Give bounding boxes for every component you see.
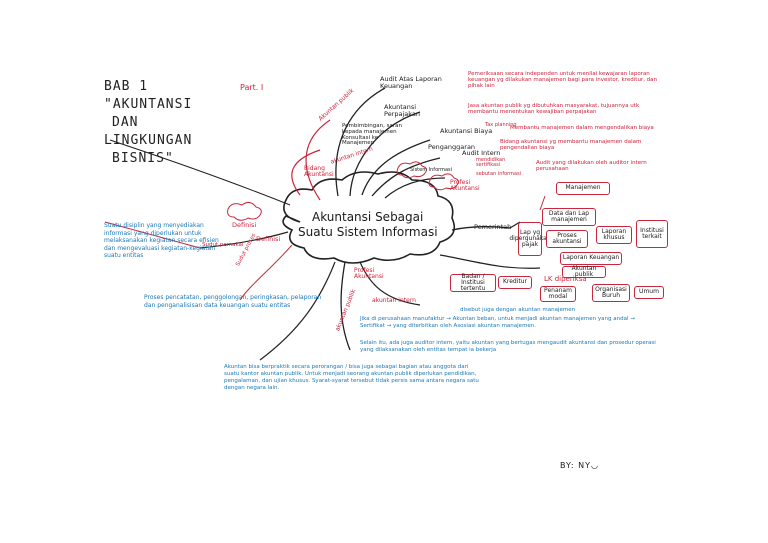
profesi-akuntansi-label: Profesi Akuntansi bbox=[450, 179, 480, 193]
laporan-keuangan-node: Laporan Keuangan bbox=[560, 252, 622, 265]
akuntan-intern-paragraph-1: Jika di perusahaan manufaktur → Akuntan … bbox=[360, 316, 635, 329]
lap-pemerintah-label: Lap yg dipergunakan pajak bbox=[509, 228, 551, 249]
kreditur-node: Kreditur bbox=[498, 276, 532, 289]
center-title-line-2: Suatu Sistem Informasi bbox=[298, 225, 438, 239]
lap-pemerintah-node: Lap yg dipergunakan pajak bbox=[509, 222, 551, 256]
akuntan-intern-bottom-label: akuntan intern bbox=[372, 297, 416, 304]
audit-intern-node: Audit Intern bbox=[462, 149, 501, 157]
definisi-label-1: Definisi bbox=[232, 221, 257, 229]
definisi-pemakai-text: Suatu disiplin yang menyediakan informas… bbox=[104, 222, 219, 259]
akuntan-intern-heading: disebut juga dengan akuntan manajemen bbox=[460, 307, 576, 313]
laporan-khusus-node: Laporan khusus bbox=[596, 226, 632, 244]
umum-label: Umum bbox=[639, 288, 659, 296]
penganggaran-desc: Bidang akuntansi yg membantu manajemen d… bbox=[500, 139, 642, 151]
definisi-proses-text: Proses pencatatan, penggolongan, peringk… bbox=[144, 294, 322, 309]
institusi-node: Institusi terkait bbox=[636, 220, 668, 248]
tax-planning-note: Tax planning bbox=[485, 122, 517, 128]
penganggaran-node: Penganggaran bbox=[428, 143, 476, 151]
mendidikan-sertifikasi: mendidikan sertifikasi bbox=[476, 157, 506, 169]
chapter-title-line-1: "AKUNTANSI bbox=[104, 97, 193, 112]
audit-laporan-desc: Pemeriksaan secara independen untuk meni… bbox=[468, 71, 658, 89]
badan-institusi-node: Badan / Institusi tertentu bbox=[450, 272, 496, 293]
umum-node: Umum bbox=[634, 286, 664, 299]
data-lap-node: Data dan Lap manajemen bbox=[542, 208, 596, 226]
organisasi-buruh-label: Organisasi Buruh bbox=[595, 285, 627, 299]
chapter-number: BAB 1 bbox=[104, 79, 149, 94]
akuntansi-perpajakan-node: Akuntansi Perpajakan bbox=[384, 103, 421, 118]
proses-akuntansi-label: Proses akuntansi bbox=[552, 231, 582, 245]
sudut-pemakai-label: Sudut pemakai bbox=[202, 242, 244, 248]
akuntan-publik-label: Akuntan publik bbox=[571, 264, 597, 278]
penanam-modal-label: Penanam modal bbox=[544, 286, 572, 300]
manajemen-node: Manajemen bbox=[556, 182, 610, 195]
penanam-modal-node: Penanam modal bbox=[540, 286, 576, 302]
akuntan-publik-paragraph: Akuntan bisa berpraktik secara peroranga… bbox=[224, 364, 479, 392]
manajemen-label: Manajemen bbox=[565, 184, 601, 192]
chapter-title-line-4: BISNIS" bbox=[112, 151, 174, 166]
center-cloud bbox=[282, 171, 456, 264]
author-signature: BY: NY◡ bbox=[560, 461, 599, 470]
proses-akuntansi-node: Proses akuntansi bbox=[546, 230, 588, 248]
akuntan-publik-node: Akuntan publik bbox=[562, 264, 606, 278]
institusi-label: Institusi terkait bbox=[640, 226, 664, 240]
akuntansi-biaya-desc: Membantu manajemen dalam mengendalikan b… bbox=[510, 125, 654, 131]
center-title-line-1: Akuntansi Sebagai bbox=[312, 210, 424, 224]
organisasi-buruh-node: Organisasi Buruh bbox=[592, 284, 630, 302]
part-label: Part. I bbox=[240, 83, 264, 92]
laporan-keuangan-label: Laporan Keuangan bbox=[562, 254, 620, 262]
akuntansi-biaya-node: Akuntansi Biaya bbox=[440, 127, 493, 135]
profesi-akuntansi-bottom-label: Profesi Akuntansi bbox=[354, 267, 384, 281]
badan-institusi-label: Badan / Institusi tertentu bbox=[460, 272, 486, 293]
chapter-title-line-3: LINGKUNGAN bbox=[104, 133, 193, 148]
laporan-khusus-label: Laporan khusus bbox=[601, 227, 627, 241]
sistem-informasi-node: Sistem Informasi bbox=[410, 167, 453, 173]
akuntansi-perpajakan-desc: Jasa akuntan publik yg dibutuhkan masyar… bbox=[468, 103, 640, 115]
chapter-title-line-2: DAN bbox=[112, 115, 139, 130]
pemerintah-node: Pemerintah bbox=[474, 223, 512, 231]
bidang-akuntansi-label: Bidang Akuntansi bbox=[304, 165, 334, 179]
akuntan-intern-paragraph-2: Selain itu, ada juga auditor intern, yai… bbox=[360, 340, 656, 353]
audit-intern-desc: Audit yang dilakukan oleh auditor intern… bbox=[536, 160, 647, 172]
konsultasi-node: Pembimbingan, saran kepada manajemen Kon… bbox=[342, 123, 402, 147]
kreditur-label: Kreditur bbox=[502, 278, 528, 286]
lk-diperiksa-label: LK diperiksa bbox=[544, 275, 587, 283]
data-lap-label: Data dan Lap manajemen bbox=[548, 209, 590, 223]
audit-laporan-node: Audit Atas Laporan Keuangan bbox=[380, 75, 442, 90]
sertifikasi-desc: sebutan informasi bbox=[476, 171, 522, 177]
definisi-label-2: Definisi bbox=[256, 235, 281, 243]
